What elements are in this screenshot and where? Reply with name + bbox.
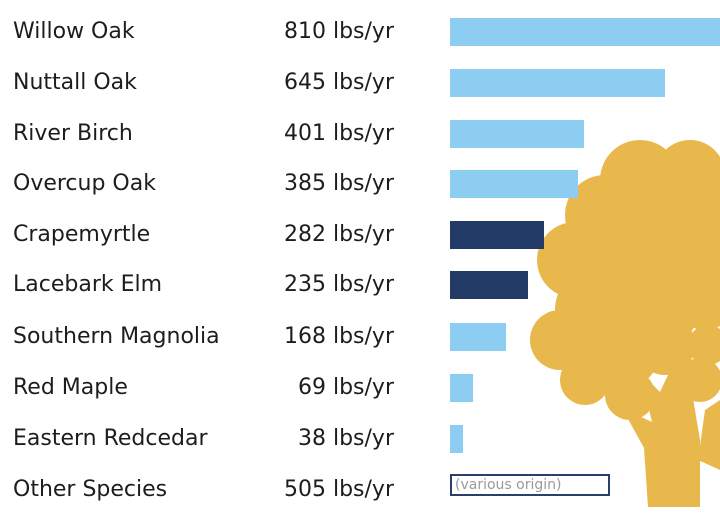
value-label: 235 lbs/yr — [284, 272, 394, 297]
species-label: Overcup Oak — [13, 171, 156, 196]
value-label: 38 lbs/yr — [297, 426, 394, 451]
species-label: Nuttall Oak — [13, 70, 137, 95]
chart-row: Lacebark Elm 235 lbs/yr — [0, 259, 720, 311]
value-label: 385 lbs/yr — [284, 171, 394, 196]
chart-row: Crapemyrtle 282 lbs/yr — [0, 209, 720, 261]
bar — [450, 69, 665, 97]
species-label: Other Species — [13, 477, 168, 502]
bar — [450, 170, 578, 198]
value-label: 69 lbs/yr — [297, 375, 394, 400]
value-label: 810 lbs/yr — [284, 19, 394, 44]
bar — [450, 221, 544, 249]
bar — [450, 425, 463, 453]
value-label: 401 lbs/yr — [284, 121, 394, 146]
value-label: 282 lbs/yr — [284, 222, 394, 247]
chart-row: Willow Oak 810 lbs/yr — [0, 6, 720, 58]
species-label: Red Maple — [13, 375, 128, 400]
species-label: Lacebark Elm — [13, 272, 163, 297]
chart-row: Red Maple 69 lbs/yr — [0, 362, 720, 414]
value-label: 168 lbs/yr — [284, 324, 394, 349]
chart-row: Eastern Redcedar 38 lbs/yr — [0, 413, 720, 465]
chart-row: Overcup Oak 385 lbs/yr — [0, 158, 720, 210]
value-label: 505 lbs/yr — [284, 477, 394, 502]
chart-row: Nuttall Oak 645 lbs/yr — [0, 57, 720, 109]
other-origin-box: (various origin) — [450, 474, 610, 496]
species-label: River Birch — [13, 121, 133, 146]
other-origin-note: (various origin) — [455, 477, 562, 493]
bar — [450, 323, 506, 351]
chart-row: Southern Magnolia 168 lbs/yr — [0, 311, 720, 363]
species-label: Crapemyrtle — [13, 222, 151, 247]
species-label: Southern Magnolia — [13, 324, 220, 349]
bar — [450, 271, 528, 299]
chart-row: River Birch 401 lbs/yr — [0, 108, 720, 160]
species-label: Willow Oak — [13, 19, 135, 44]
species-label: Eastern Redcedar — [13, 426, 208, 451]
value-label: 645 lbs/yr — [284, 70, 394, 95]
bar — [450, 18, 720, 46]
bar — [450, 374, 473, 402]
bar — [450, 120, 584, 148]
chart-row: Other Species 505 lbs/yr (various origin) — [0, 464, 720, 516]
